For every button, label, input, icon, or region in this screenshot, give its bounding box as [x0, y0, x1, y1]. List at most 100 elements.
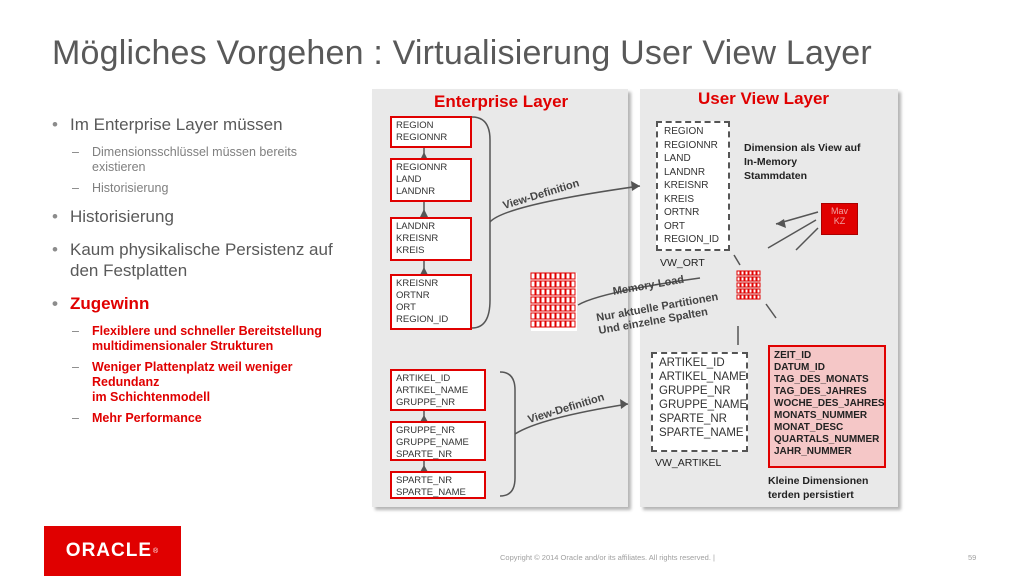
column-cell [550, 304, 556, 312]
enterprise-land-table: REGIONNR LAND LANDNR [390, 158, 472, 202]
column-cell [550, 312, 556, 320]
oracle-logo: ORACLE® [44, 526, 181, 576]
column-cell [565, 312, 571, 320]
column-cell [752, 294, 757, 300]
column-cell [740, 294, 745, 300]
bullet-2: Historisierung [48, 206, 348, 227]
column-cell [752, 270, 757, 276]
bullet-4-sub-3: Mehr Performance [48, 411, 348, 426]
column-cell [560, 320, 566, 328]
column-cell [540, 312, 546, 320]
column-cell [555, 320, 561, 328]
column-cell [530, 272, 536, 280]
column-cell [748, 276, 753, 282]
column-cell [550, 280, 556, 288]
column-cell [550, 320, 556, 328]
column-cell [550, 288, 556, 296]
column-cell [570, 288, 576, 296]
column-cell [744, 288, 749, 294]
column-cell [748, 294, 753, 300]
bullet-list: Im Enterprise Layer müssen Dimensionssch… [48, 114, 348, 432]
column-cell [740, 282, 745, 288]
column-cell [744, 276, 749, 282]
column-cell [555, 272, 561, 280]
column-cell [535, 304, 541, 312]
column-cell [545, 304, 551, 312]
column-cell [570, 296, 576, 304]
column-cell [565, 288, 571, 296]
column-cell [756, 276, 761, 282]
vw-artikel-view: ARTIKEL_ID ARTIKEL_NAME GRUPPE_NR GRUPPE… [651, 352, 748, 452]
time-dimension-table: ZEIT_ID DATUM_ID TAG_DES_MONATS TAG_DES_… [768, 345, 886, 468]
column-cell [748, 288, 753, 294]
column-cell [565, 296, 571, 304]
column-cell [744, 270, 749, 276]
enterprise-layer-title: Enterprise Layer [434, 92, 569, 111]
column-cell [736, 288, 741, 294]
column-cell [560, 280, 566, 288]
column-cell [570, 280, 576, 288]
bullet-3: Kaum physikalische Persistenz auf den Fe… [48, 239, 348, 281]
bullet-4: Zugewinn [48, 293, 348, 314]
column-cell [736, 270, 741, 276]
column-cell [530, 288, 536, 296]
column-cell [740, 270, 745, 276]
column-cell [736, 276, 741, 282]
column-cell [545, 288, 551, 296]
column-cell [535, 312, 541, 320]
column-cell [736, 282, 741, 288]
column-cell [756, 270, 761, 276]
column-cell [565, 272, 571, 280]
column-cell [535, 272, 541, 280]
vw-artikel-label: VW_ARTIKEL [655, 457, 722, 469]
column-cell [752, 282, 757, 288]
column-cell [570, 272, 576, 280]
column-cell [752, 276, 757, 282]
column-cell [555, 304, 561, 312]
column-cell [530, 320, 536, 328]
column-cell [555, 296, 561, 304]
bullet-4-sub-2: Weniger Plattenplatz weil weniger Redund… [48, 360, 348, 405]
column-cell [565, 280, 571, 288]
column-cell [748, 282, 753, 288]
column-cell [560, 304, 566, 312]
column-cell [560, 296, 566, 304]
column-cell [535, 280, 541, 288]
column-cell [560, 272, 566, 280]
column-cell [740, 276, 745, 282]
mav-kz-box: Mav KZ [821, 203, 858, 235]
dimension-note: Dimension als View auf In-Memory Stammda… [744, 142, 861, 182]
bullet-1-sub-1: Dimensionsschlüssel müssen bereits exist… [48, 145, 348, 175]
column-cell [555, 280, 561, 288]
column-cell [550, 272, 556, 280]
column-cell [570, 320, 576, 328]
column-cell [530, 296, 536, 304]
enterprise-artikel-table: ARTIKEL_ID ARTIKEL_NAME GRUPPE_NR [390, 369, 486, 411]
column-cell [748, 270, 753, 276]
column-cell [752, 288, 757, 294]
column-cell [545, 272, 551, 280]
column-cell [545, 320, 551, 328]
column-cell [744, 282, 749, 288]
column-cell [555, 288, 561, 296]
column-cell [756, 288, 761, 294]
column-cell [535, 288, 541, 296]
column-cell [535, 320, 541, 328]
column-cell [540, 272, 546, 280]
column-cell [560, 288, 566, 296]
enterprise-ort-table: KREISNR ORTNR ORT REGION_ID [390, 274, 472, 330]
column-cell [530, 304, 536, 312]
copyright-footer: Copyright © 2014 Oracle and/or its affil… [500, 553, 715, 562]
column-cell [545, 296, 551, 304]
column-cell [570, 312, 576, 320]
vw-ort-label: VW_ORT [660, 257, 705, 269]
bullet-4-sub-1: Flexiblere und schneller Bereitstellung … [48, 324, 348, 354]
user-view-layer-title: User View Layer [698, 89, 830, 108]
column-cell [540, 288, 546, 296]
small-dimensions-note: Kleine Dimensionen terden persistiert [768, 475, 869, 501]
enterprise-sparte-table: SPARTE_NR SPARTE_NAME [390, 471, 486, 499]
column-cell [540, 296, 546, 304]
